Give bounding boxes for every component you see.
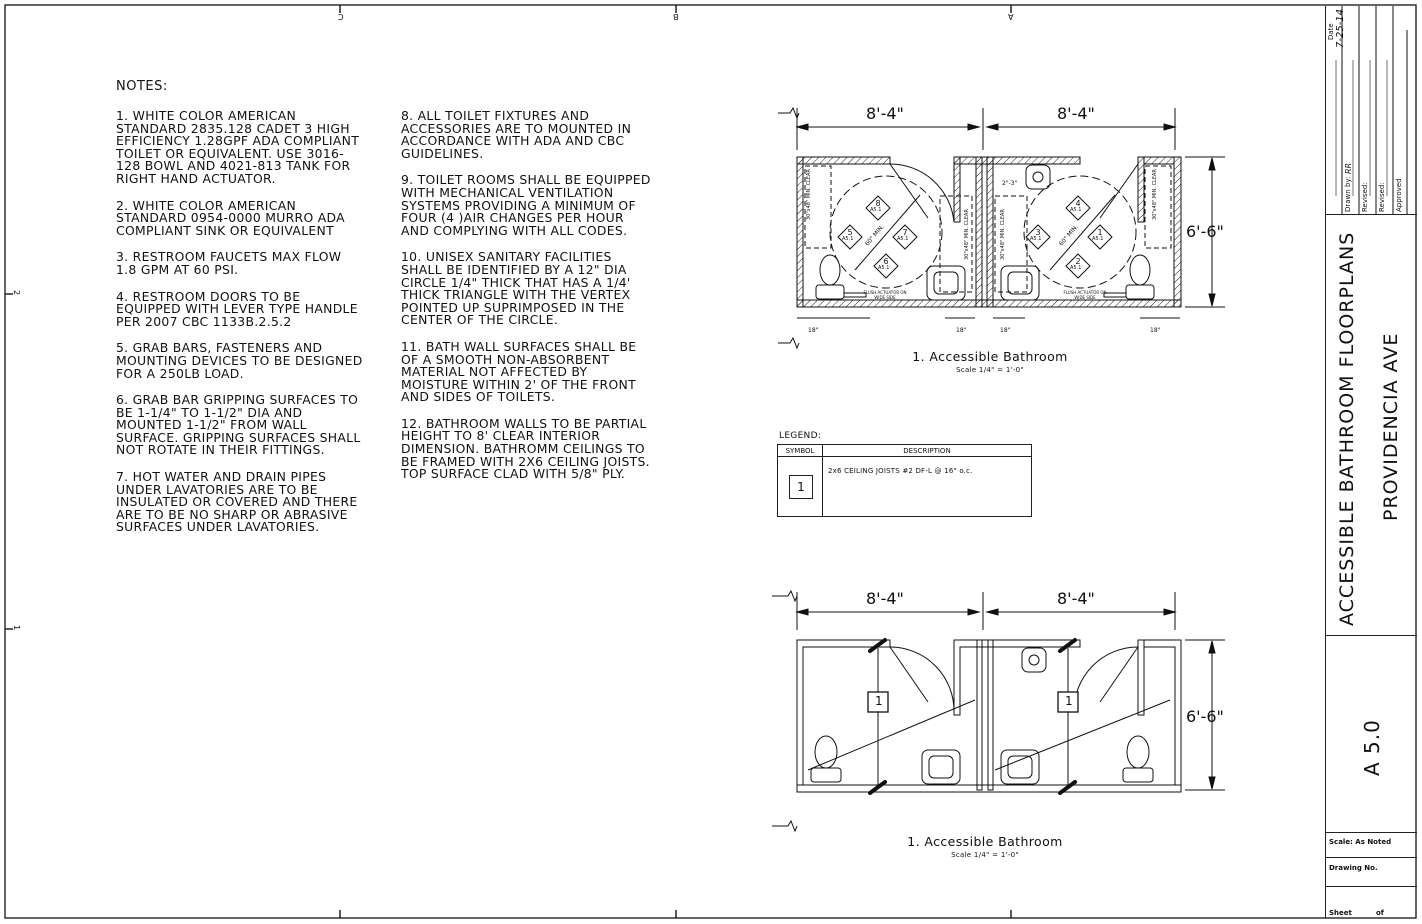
- tb-scale-label: Scale: As Noted: [1329, 838, 1392, 846]
- top-dim-right: 8'-4": [1057, 104, 1095, 123]
- bottom-dim-left: 8'-4": [866, 589, 904, 608]
- title-block-sheet: [1326, 636, 1417, 833]
- tb-revised-label-1: Revised:: [1361, 182, 1369, 212]
- top-dim-18-b: 18": [956, 327, 967, 334]
- bottom-joist-tag-2: 1: [1065, 694, 1073, 708]
- top-ref-6: A5.1: [878, 265, 890, 271]
- tag-7: 7: [902, 228, 907, 237]
- top-plan-caption-scale: Scale 1/4" = 1'-0": [956, 366, 1024, 374]
- tag-4: 4: [1075, 199, 1080, 208]
- tag-6: 6: [883, 257, 888, 266]
- top-flush-label-2: FLUSH ACTUATOR ON WIDE SIDE: [1063, 290, 1107, 300]
- top-ref-4: A5.1: [1070, 207, 1082, 213]
- top-ref-2: A5.1: [1070, 265, 1082, 271]
- top-dim-18-d: 18": [1150, 327, 1161, 334]
- note-8: 8. ALL TOILET FIXTURES AND ACCESSORIES A…: [401, 108, 632, 161]
- note-1: 1. WHITE COLOR AMERICAN STANDARD 2835.12…: [116, 108, 360, 186]
- legend-description: 2x6 CEILING JOISTS #2 DF-L @ 16" o.c.: [828, 467, 973, 475]
- top-ref-5: A5.1: [842, 236, 854, 242]
- bottom-dim-right: 8'-4": [1057, 589, 1095, 608]
- legend-divider: [822, 445, 823, 516]
- tb-revised-label-2: Revised:: [1378, 182, 1386, 212]
- tb-drawn-by-value: RR: [1344, 162, 1353, 174]
- note-9: 9. TOILET ROOMS SHALL BE EQUIPPED WITH M…: [401, 172, 651, 238]
- top-flush-label-1: FLUSH ACTUATOR ON WIDE SIDE: [863, 290, 907, 300]
- tag-5: 5: [847, 228, 852, 237]
- top-dim-left: 8'-4": [866, 104, 904, 123]
- bottom-plan-caption-scale: Scale 1/4" = 1'-0": [951, 851, 1019, 859]
- tb-date-value: 7-25-14: [1335, 8, 1346, 48]
- notes-column-2: 8. ALL TOILET FIXTURES AND ACCESSORIES A…: [401, 108, 653, 495]
- top-ref-1: A5.1: [1092, 236, 1104, 242]
- tag-2: 2: [1075, 257, 1080, 266]
- title-block-project: [1326, 215, 1417, 636]
- bottom-joist-tag-1: 1: [875, 694, 883, 708]
- top-ref-8: A5.1: [870, 207, 882, 213]
- top-ref-3: A5.1: [1030, 236, 1042, 242]
- note-3: 3. RESTROOM FAUCETS MAX FLOW 1.8 gpm AT …: [116, 249, 342, 277]
- note-6: 6. GRAB BAR GRIPPING SURFACES TO BE 1-1/…: [116, 392, 361, 458]
- legend-col-symbol: SYMBOL: [778, 445, 823, 457]
- title-block-drawing: [1326, 858, 1417, 887]
- bottom-dim-height: 6'-6": [1186, 707, 1224, 726]
- title-block: [1325, 6, 1417, 918]
- note-12: 12. BATHROOM WALLS TO BE PARTIAL HEIGHT …: [401, 415, 650, 482]
- tb-drawing-no-label: Drawing No.: [1329, 864, 1378, 872]
- top-dim-height: 6'-6": [1186, 222, 1224, 241]
- project-subtitle: PROVIDENCIA AVE: [1380, 332, 1402, 521]
- title-block-info: [1326, 6, 1417, 215]
- top-ref-7: A5.1: [897, 236, 909, 242]
- top-plan-caption-title: 1. Accessible Bathroom: [912, 349, 1068, 364]
- sheet-number: A 5.0: [1360, 719, 1384, 776]
- legend-col-description: DESCRIPTION: [823, 445, 1031, 457]
- note-5: 5. GRAB BARS, FASTENERS AND MOUNTING DEV…: [116, 340, 363, 381]
- top-offset-label: 2"-3": [1002, 180, 1018, 187]
- notes-column-1: 1. WHITE COLOR AMERICAN STANDARD 2835.12…: [116, 108, 366, 548]
- legend-table: SYMBOL DESCRIPTION 1 2x6 CEILING JOISTS …: [777, 444, 1032, 517]
- notes-title: NOTES:: [116, 79, 168, 94]
- tag-3: 3: [1035, 228, 1040, 237]
- note-4: 4. RESTROOM DOORS TO BE EQUIPPED WITH LE…: [116, 288, 358, 329]
- tag-8: 8: [875, 199, 880, 208]
- top-dim-18-c: 18": [1000, 327, 1011, 334]
- note-11: 11. BATH WALL SURFACES SHALL BE OF A SMO…: [401, 338, 637, 405]
- bottom-plan-caption: 1. Accessible Bathroom Scale 1/4" = 1'-0…: [885, 834, 1085, 859]
- title-block-scale: [1326, 833, 1417, 858]
- tb-date-label: Date: [1327, 23, 1335, 40]
- note-2: 2. WHITE COLOR AMERICAN STANDARD 0954-00…: [116, 197, 345, 238]
- tb-drawn-by-label: Drawn by:: [1344, 176, 1352, 212]
- legend-joist-symbol: 1: [789, 475, 813, 499]
- tb-of-label: of: [1376, 909, 1384, 917]
- bottom-plan-caption-title: 1. Accessible Bathroom: [907, 834, 1063, 849]
- note-10: 10. UNISEX SANITARY FACILITIES SHALL BE …: [401, 249, 631, 328]
- top-plan-caption: 1. Accessible Bathroom Scale 1/4" = 1'-0…: [890, 349, 1090, 374]
- project-title: ACCESSIBLE BATHROOM FLOORPLANS: [1336, 231, 1358, 626]
- top-dim-18-a: 18": [808, 327, 819, 334]
- legend-title: LEGEND:: [779, 431, 822, 441]
- tag-1: 1: [1097, 228, 1102, 237]
- tb-approved-label: Approved: [1395, 178, 1403, 212]
- tb-sheet-label: Sheet: [1329, 909, 1352, 917]
- note-7: 7. HOT WATER AND DRAIN PIPES UNDER LAVAT…: [116, 469, 358, 535]
